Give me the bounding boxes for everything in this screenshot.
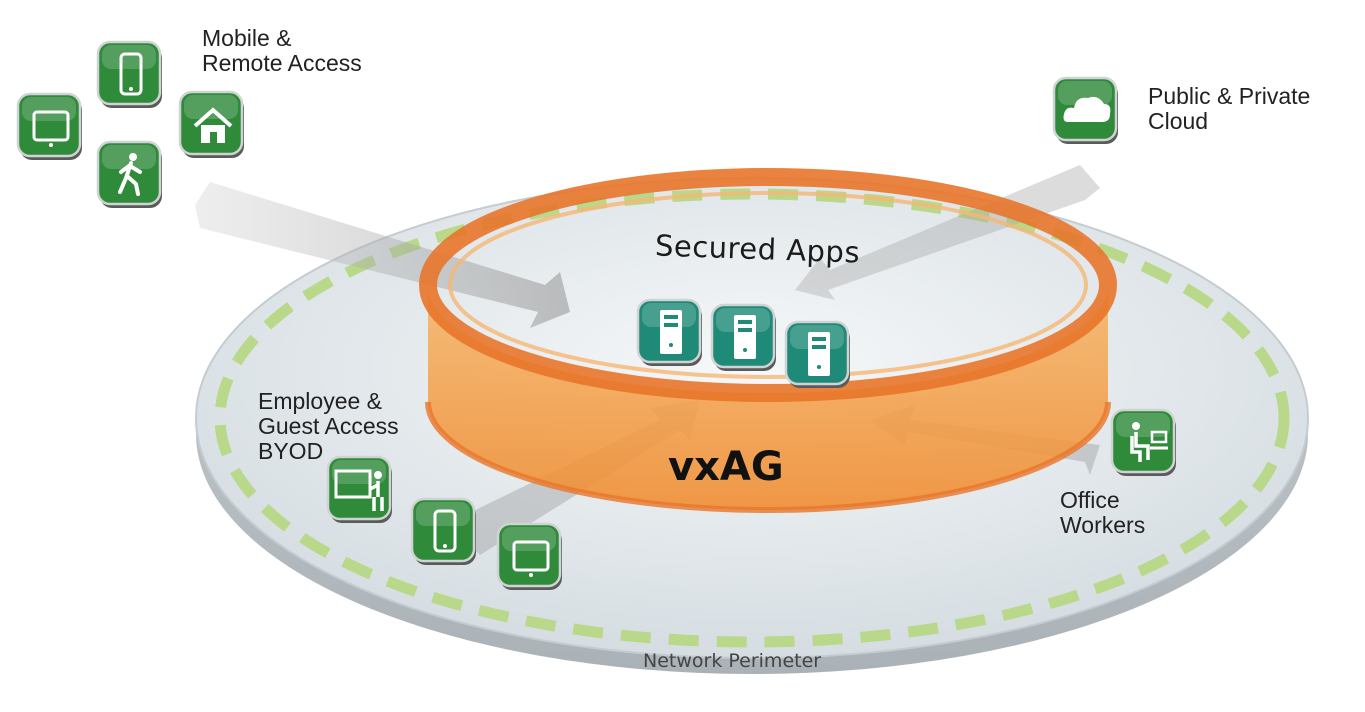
smartphone-icon: [410, 497, 480, 567]
server-icon: [784, 320, 854, 390]
smartphone-icon: [96, 40, 166, 110]
presenter-icon: [326, 455, 396, 525]
tablet-icon: [496, 522, 566, 592]
employee-guest-label: Employee & Guest Access BYOD: [258, 389, 399, 464]
perimeter-dashed-border: [214, 188, 1290, 648]
cloud-icon: [1052, 76, 1122, 146]
office-workers-label: Office Workers: [1060, 488, 1145, 538]
desk-worker-icon: [1110, 408, 1180, 478]
server-icon: [636, 298, 706, 368]
home-icon: [178, 90, 248, 160]
employee-line-1: Employee &: [258, 388, 383, 414]
mobile-remote-line-2: Remote Access: [202, 50, 362, 76]
cloud-line-1: Public & Private: [1148, 83, 1311, 109]
office-line-2: Workers: [1060, 512, 1146, 538]
cloud-line-2: Cloud: [1148, 108, 1209, 134]
server-icon: [710, 303, 780, 373]
mobile-remote-line-1: Mobile &: [202, 25, 292, 51]
secured-apps-label: Secured Apps: [654, 228, 861, 270]
office-line-1: Office: [1060, 487, 1120, 513]
network-perimeter-label: Network Perimeter: [643, 650, 822, 672]
cloud-label: Public & Private Cloud: [1148, 84, 1310, 134]
employee-line-3: BYOD: [258, 438, 324, 464]
walking-person-icon: [96, 140, 166, 210]
employee-line-2: Guest Access: [258, 413, 399, 439]
mobile-remote-access-label: Mobile & Remote Access: [202, 26, 362, 76]
vxag-label: vxAG: [668, 444, 784, 490]
arrow-mobile: [195, 182, 570, 328]
secured-apps-ring: [419, 168, 1117, 513]
arrow-cloud: [795, 165, 1100, 300]
tablet-icon: [16, 92, 86, 162]
